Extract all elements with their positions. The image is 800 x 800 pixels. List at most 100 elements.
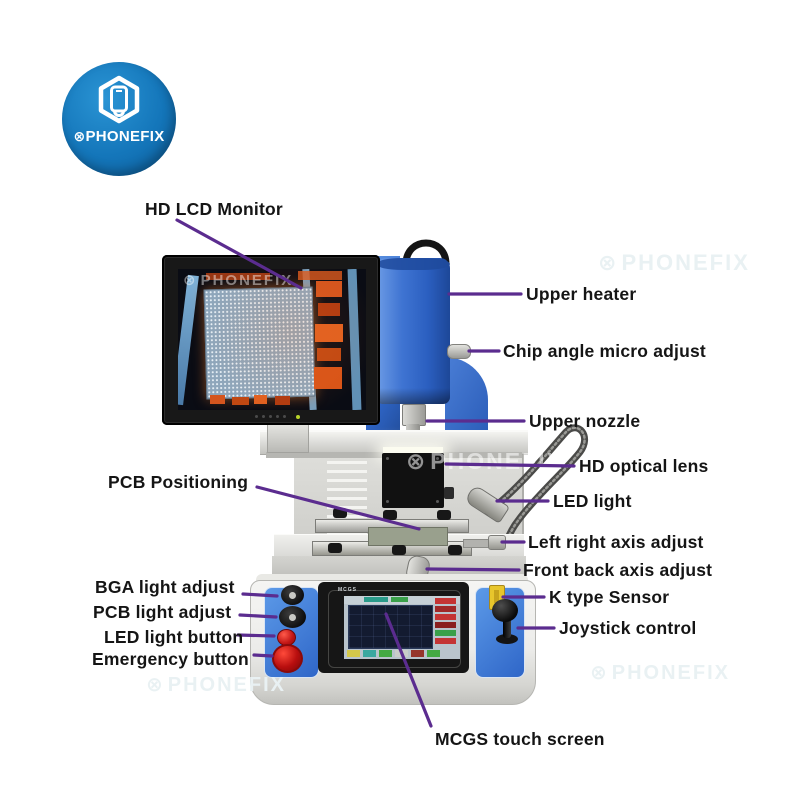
- heater-cable: [402, 239, 450, 266]
- ts-button: [435, 606, 456, 612]
- fixture-clamp-knob: [328, 543, 342, 553]
- pointer-line-mcgs-touch-screen: [384, 612, 433, 728]
- screen-component: [232, 397, 249, 405]
- label-upper-heater: Upper heater: [526, 284, 637, 304]
- fixture-clamp-knob: [437, 510, 451, 520]
- pointer-line-pcb-light-adjust: [238, 613, 278, 619]
- screen-component: [206, 273, 270, 280]
- phonefix-logo: ⊗PHONEFIX: [62, 62, 176, 176]
- screen-component: [254, 395, 267, 404]
- label-led-light-button: LED light button: [104, 627, 244, 647]
- screen-component: [314, 367, 342, 389]
- watermark-bottom-right: ⊗PHONEFIX: [590, 660, 731, 684]
- label-k-type-sensor: K type Sensor: [549, 587, 670, 607]
- joystick-ball: [492, 599, 518, 622]
- pointer-line-emergency-button: [252, 653, 274, 658]
- monitor-button-icon: [255, 415, 258, 418]
- pointer-line-hd-optical-lens: [444, 462, 576, 468]
- pointer-line-pcb-positioning: [255, 485, 421, 531]
- ts-button: [347, 650, 360, 657]
- label-bga-light-adjust: BGA light adjust: [95, 577, 235, 597]
- ts-button: [435, 622, 456, 628]
- touchscreen-brand-label: MCGS: [338, 587, 357, 593]
- label-hd-optical-lens: HD optical lens: [579, 456, 709, 476]
- pcb-light-adjust-knob: [279, 606, 306, 628]
- knob-center: [289, 592, 296, 599]
- sensor-slot: [494, 590, 499, 603]
- label-chip-angle-micro-adjust: Chip angle micro adjust: [503, 341, 706, 361]
- ts-button: [363, 650, 376, 657]
- circle-x-icon: ⊗: [406, 449, 428, 475]
- pointer-line-front-back-axis: [425, 567, 521, 572]
- fixture-clamp-knob: [383, 510, 397, 520]
- hd-lcd-monitor: ⊗PHONEFIX: [162, 255, 380, 425]
- watermark-top-right: ⊗PHONEFIX: [598, 250, 750, 276]
- heater-top-cap: [376, 258, 450, 270]
- lens-light-strip: [383, 447, 443, 455]
- screen-component: [275, 396, 290, 405]
- label-pcb-positioning: PCB Positioning: [108, 472, 249, 492]
- monitor-stand: [267, 423, 309, 453]
- monitor-button-icon: [262, 415, 265, 418]
- monitor-button-icon: [276, 415, 279, 418]
- fixture-clamp-knob: [392, 545, 406, 555]
- circle-x-icon: ⊗: [146, 672, 165, 696]
- fixture-clamp-knob: [333, 508, 347, 518]
- pointer-line-hd-lcd-monitor: [175, 218, 303, 290]
- monitor-screen: ⊗PHONEFIX: [178, 269, 366, 410]
- ts-button: [435, 630, 456, 636]
- heater-bottom-shadow: [376, 388, 450, 404]
- screen-component: [318, 303, 340, 316]
- upper-heater: [376, 258, 450, 404]
- screw-icon: [386, 457, 389, 460]
- ts-header-chip: [391, 597, 408, 602]
- knob-center: [289, 614, 296, 621]
- watermark-bottom-left: ⊗PHONEFIX: [146, 672, 287, 696]
- screw-icon: [436, 500, 439, 503]
- gooseneck-lamp: [484, 424, 589, 556]
- pointer-line-led-light-button: [236, 633, 276, 638]
- ts-button: [427, 650, 440, 657]
- label-emergency-button: Emergency button: [92, 649, 249, 669]
- label-mcgs-touch-screen: MCGS touch screen: [435, 729, 605, 749]
- logo-wordmark: ⊗PHONEFIX: [73, 128, 165, 145]
- ts-button: [435, 638, 456, 644]
- screw-icon: [436, 457, 439, 460]
- joystick-base: [496, 634, 518, 644]
- label-hd-lcd-monitor: HD LCD Monitor: [145, 199, 283, 219]
- fixture-clamp-knob: [448, 545, 462, 555]
- circle-x-icon: ⊗: [183, 271, 198, 289]
- screen-component: [298, 271, 342, 280]
- screen-component: [315, 324, 343, 342]
- screen-component: [316, 281, 342, 297]
- ts-button: [411, 650, 424, 657]
- emergency-stop-button: [272, 644, 303, 673]
- screen-glow: [178, 269, 366, 410]
- monitor-button-icon: [283, 415, 286, 418]
- phonefix-hexagon-icon: [98, 75, 140, 124]
- ts-button: [379, 650, 392, 657]
- circle-x-icon: ⊗: [590, 660, 609, 684]
- label-joystick-control: Joystick control: [559, 618, 697, 638]
- joystick-shaft: [503, 616, 511, 638]
- monitor-watermark: ⊗PHONEFIX: [183, 271, 294, 289]
- ts-header-chip: [364, 597, 388, 602]
- pointer-line-bga-light-adjust: [241, 592, 279, 598]
- label-front-back-axis-adjust: Front back axis adjust: [523, 560, 713, 580]
- hd-optical-lens-box: [382, 453, 444, 508]
- ts-button: [435, 598, 456, 604]
- label-left-right-axis-adjust: Left right axis adjust: [528, 532, 704, 552]
- screw-icon: [386, 500, 389, 503]
- circle-x-icon: ⊗: [598, 251, 619, 276]
- power-led-icon: [296, 415, 300, 419]
- watermark-middle: ⊗PHONEFIX: [406, 448, 564, 475]
- lens-side-knob: [444, 487, 454, 499]
- circle-x-icon: ⊗: [73, 129, 86, 145]
- label-led-light: LED light: [553, 491, 632, 511]
- label-upper-nozzle: Upper nozzle: [529, 411, 641, 431]
- screen-component: [317, 348, 341, 361]
- screen-component: [210, 395, 225, 404]
- touchscreen-etched-outline: [328, 590, 461, 668]
